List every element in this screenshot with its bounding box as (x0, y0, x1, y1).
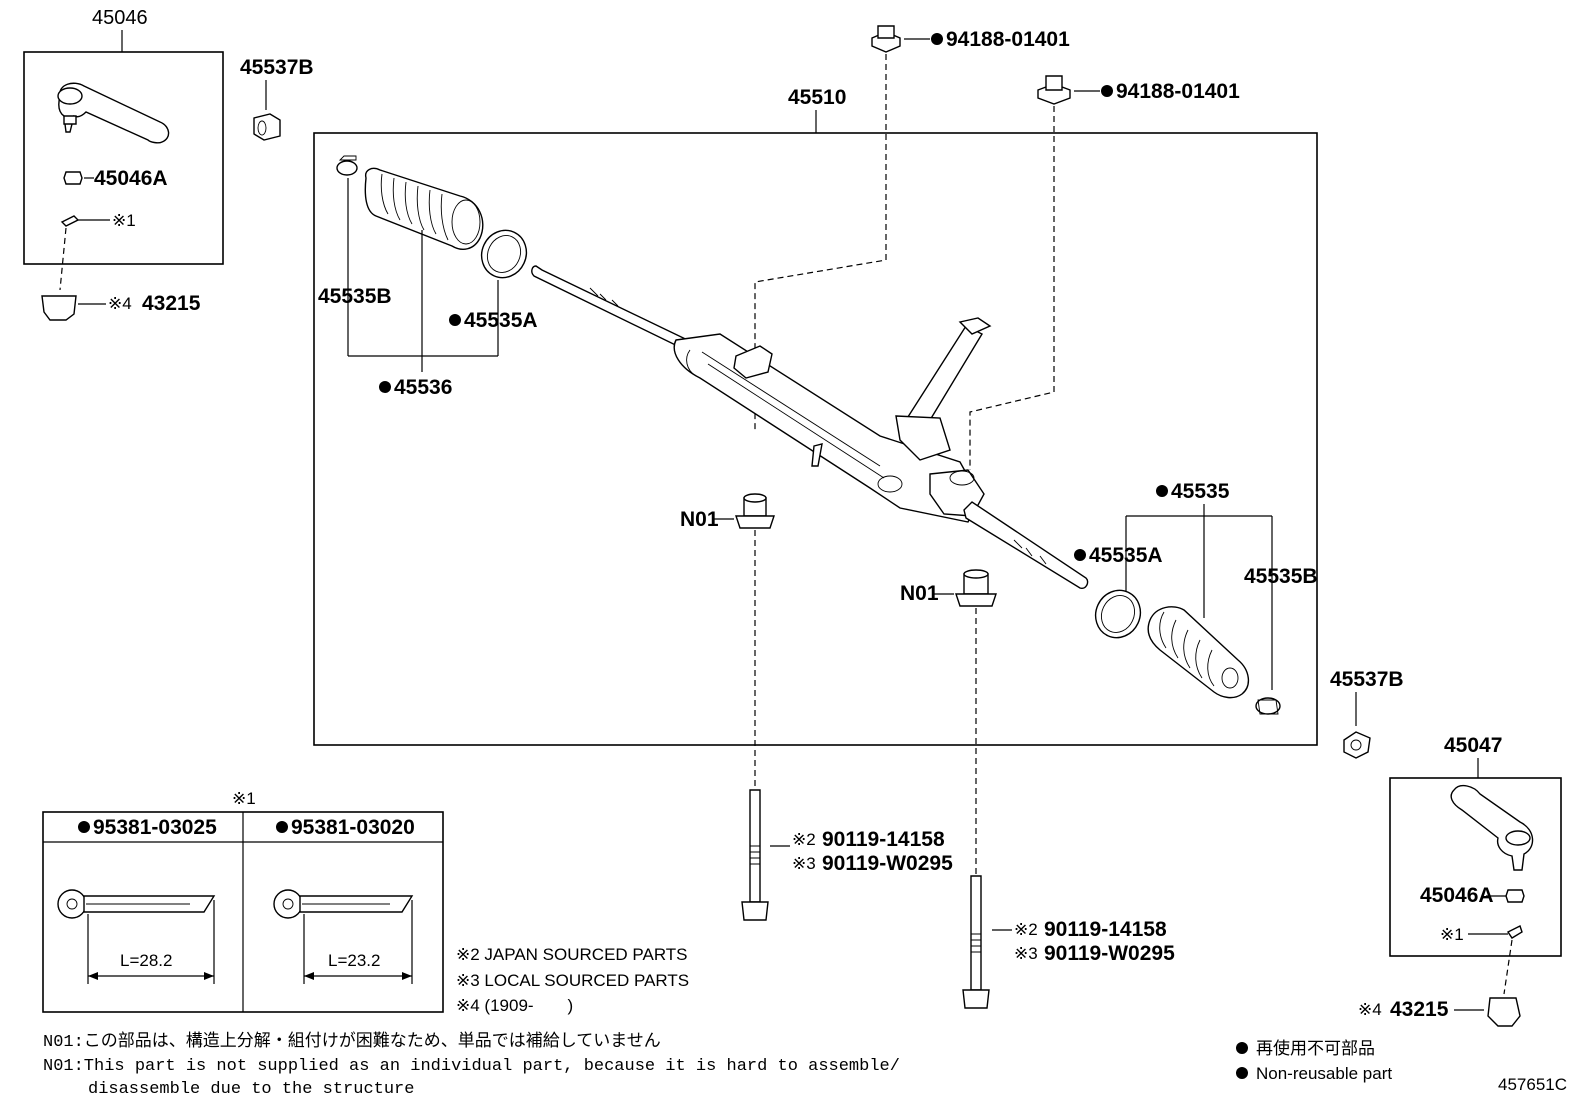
note-n01-english-2: disassemble due to the structure (88, 1080, 414, 1099)
part-label-45535A-left[interactable]: 45535A (464, 309, 538, 332)
lock-nut-right-group: 45537B (1330, 668, 1404, 759)
tie-rod-end-left-icon[interactable] (57, 82, 170, 144)
note-mark-bolt-left-2: ※3 (792, 854, 816, 873)
part-label-45535[interactable]: 45535 (1171, 480, 1230, 503)
non-reusable-dot (1074, 549, 1086, 561)
legend-ja: 再使用不可部品 (1256, 1038, 1375, 1058)
bushing-left-icon[interactable] (735, 493, 775, 529)
cotter-part-1[interactable]: 95381-03025 (93, 816, 217, 839)
lock-nut-right-icon[interactable] (1343, 731, 1371, 759)
non-reusable-dot (379, 381, 391, 393)
cotter-length-2: L=23.2 (328, 951, 380, 970)
part-label-43215-left[interactable]: 43215 (142, 292, 201, 315)
non-reusable-dot (449, 314, 461, 326)
cotter-pin-left-icon[interactable] (60, 215, 80, 227)
cotter-pin-table: ※1 95381-03025 95381-03020 L=28.2 (42, 789, 444, 1013)
boot-left-group: 45535B 45535A 45536 (318, 155, 538, 399)
part-label-45535A-right[interactable]: 45535A (1089, 544, 1163, 567)
part-label-45535B-right[interactable]: 45535B (1244, 565, 1318, 588)
non-reusable-dot (1156, 485, 1168, 497)
notes-block: ※2 JAPAN SOURCED PARTS ※3 LOCAL SOURCED … (43, 945, 900, 1099)
note-mark-43215-right: ※4 (1358, 1000, 1382, 1019)
part-label-45046[interactable]: 45046 (92, 7, 148, 29)
tie-rod-end-right-icon[interactable] (1450, 784, 1534, 871)
legend-en: Non-reusable part (1256, 1064, 1392, 1083)
part-label-45046A-left[interactable]: 45046A (94, 167, 168, 190)
note-mark-bolt-right-1: ※2 (1014, 920, 1038, 939)
part-label-N01-right[interactable]: N01 (900, 582, 939, 605)
boot-43215-right-icon[interactable] (1487, 997, 1521, 1027)
boot-band-left-icon[interactable] (474, 223, 534, 285)
bushing-right-icon[interactable] (955, 569, 997, 607)
non-reusable-dot (276, 821, 288, 833)
steering-rack-icon[interactable] (531, 265, 1089, 590)
boot-43215-left-icon[interactable] (41, 295, 77, 321)
note-mark-bolt-left-1: ※2 (792, 830, 816, 849)
cotter-pin-1-icon (57, 889, 216, 919)
part-label-90119-14158-right[interactable]: 90119-14158 (1044, 918, 1167, 941)
boot-band-right-icon[interactable] (1088, 583, 1148, 645)
upper-nut-right-group: 94188-01401 (969, 75, 1240, 470)
bushing-right-group: N01 ※2 90119-14158 ※3 90119-W0295 (900, 569, 1175, 1009)
lock-nut-left-group: 45537B (240, 56, 314, 141)
part-label-94188-right[interactable]: 94188-01401 (1116, 80, 1240, 103)
cotter-table-title: ※1 (232, 789, 256, 808)
cotter-pin-right-icon[interactable] (1506, 925, 1523, 939)
legend-dot-ja (1236, 1042, 1248, 1054)
non-reusable-dot (78, 821, 90, 833)
cotter-note-right: ※1 (1440, 925, 1464, 944)
tie-rod-end-left-box (23, 51, 224, 265)
hex-nut-upper-left-icon[interactable] (871, 25, 901, 53)
part-label-45046A-right[interactable]: 45046A (1420, 884, 1494, 907)
part-label-43215-right[interactable]: 43215 (1390, 998, 1449, 1021)
upper-nut-left-group: 94188-01401 (754, 25, 1070, 430)
cotter-note-left: ※1 (112, 211, 136, 230)
part-label-94188-left[interactable]: 94188-01401 (946, 28, 1070, 51)
note-mark-43215-left: ※4 (108, 294, 132, 313)
rack-assembly-group: 45510 (313, 86, 1318, 746)
part-label-90119-W0295-right[interactable]: 90119-W0295 (1044, 942, 1175, 965)
part-label-90119-W0295-left[interactable]: 90119-W0295 (822, 852, 953, 875)
part-label-45536[interactable]: 45536 (394, 376, 452, 399)
non-reusable-dot (931, 33, 943, 45)
rack-assembly-box (313, 132, 1318, 746)
bolt-left-icon[interactable] (741, 789, 769, 921)
part-label-45537B-right[interactable]: 45537B (1330, 668, 1404, 691)
nut-45046A-left-icon[interactable] (63, 171, 83, 185)
note-local-sourced: ※3 LOCAL SOURCED PARTS (456, 971, 689, 990)
nut-45046A-right-icon[interactable] (1505, 889, 1525, 903)
legend: 再使用不可部品 Non-reusable part 457651C (1236, 1038, 1567, 1094)
tie-rod-end-left-group: 45046 45046A ※1 ※4 43215 (23, 7, 224, 321)
bolt-right-icon[interactable] (962, 875, 990, 1009)
non-reusable-dot (1101, 85, 1113, 97)
lock-nut-left-icon[interactable] (253, 113, 281, 141)
cotter-pin-2-icon (273, 889, 414, 919)
note-n01-japanese: N01:この部品は、構造上分解・組付けが困難なため、単品では補給していません (43, 1031, 661, 1052)
bushing-left-group: N01 ※2 90119-14158 ※3 90119-W0295 (680, 493, 953, 921)
boot-right-icon[interactable] (1147, 606, 1249, 699)
note-n01-english-1: N01:This part is not supplied as an indi… (43, 1057, 900, 1076)
note-date-range: ※4 (1909- ) (456, 996, 573, 1015)
tie-rod-end-right-box (1389, 777, 1562, 957)
legend-dot-en (1236, 1067, 1248, 1079)
cotter-length-1: L=28.2 (120, 951, 172, 970)
tie-rod-end-right-group: 45047 45046A ※1 ※4 43215 (1358, 734, 1562, 1027)
note-mark-bolt-right-2: ※3 (1014, 944, 1038, 963)
boot-clip-right-icon[interactable] (1255, 697, 1281, 715)
boot-clip-left-icon[interactable] (336, 155, 358, 176)
boot-left-icon[interactable] (364, 167, 484, 250)
boot-right-group: 45535 45535A 45535B (1074, 480, 1318, 715)
part-label-45535B-left[interactable]: 45535B (318, 285, 392, 308)
part-label-45510[interactable]: 45510 (788, 86, 846, 109)
part-label-90119-14158-left[interactable]: 90119-14158 (822, 828, 945, 851)
part-label-N01-left[interactable]: N01 (680, 508, 719, 531)
part-label-45047[interactable]: 45047 (1444, 734, 1502, 757)
cotter-part-2[interactable]: 95381-03020 (291, 816, 415, 839)
part-label-45537B-left[interactable]: 45537B (240, 56, 314, 79)
hex-nut-upper-right-icon[interactable] (1037, 75, 1071, 105)
note-japan-sourced: ※2 JAPAN SOURCED PARTS (456, 945, 688, 964)
diagram-id: 457651C (1498, 1075, 1567, 1094)
